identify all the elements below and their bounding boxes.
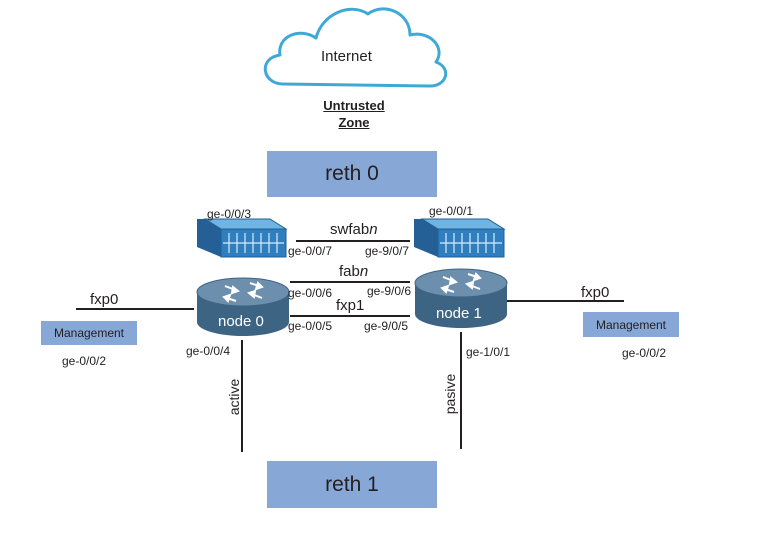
switch-right-icon xyxy=(414,218,506,258)
node0-label: node 0 xyxy=(218,313,264,330)
router-node1-icon xyxy=(414,268,508,328)
management-left-box: Management xyxy=(41,321,137,345)
port-node1-down: ge-1/0/1 xyxy=(466,345,511,359)
swfab-label: swfabn xyxy=(330,222,378,237)
fab-text: fab xyxy=(339,263,360,280)
reth1-label: reth 1 xyxy=(325,472,379,496)
reth0-label: reth 0 xyxy=(325,162,379,185)
switch-left-icon xyxy=(197,218,288,258)
port-sw-right-top: ge-0/0/1 xyxy=(429,204,474,218)
port-mgmt-right: ge-0/0/2 xyxy=(622,346,667,360)
fxp1-label: fxp1 xyxy=(336,297,365,314)
port-swfab-right: ge-9/0/7 xyxy=(365,244,410,258)
swfab-text: swfab xyxy=(330,221,370,238)
management-right-box: Management xyxy=(583,312,679,337)
port-fxp1-left: ge-0/0/5 xyxy=(288,319,333,333)
management-left-label: Management xyxy=(53,326,125,340)
fab-label: fabn xyxy=(339,264,368,279)
port-sw-left-top: ge-0/0/3 xyxy=(207,207,252,221)
reth1-box: reth 1 xyxy=(267,461,437,508)
fab-n: n xyxy=(359,263,369,280)
fxp0-right-label: fxp0 xyxy=(581,284,610,301)
port-swfab-left: ge-0/0/7 xyxy=(288,244,333,258)
pasive-label: pasive xyxy=(442,373,458,415)
active-label: active xyxy=(226,378,242,416)
port-mgmt-left: ge-0/0/2 xyxy=(62,354,107,368)
management-right-label: Management xyxy=(595,317,667,332)
port-fxp1-right: ge-9/0/5 xyxy=(364,319,409,333)
swfab-n: n xyxy=(369,221,378,238)
reth0-box: reth 0 xyxy=(267,151,437,197)
node1-label: node 1 xyxy=(436,305,482,322)
untrusted-zone-label: Untrusted Zone xyxy=(314,97,394,131)
zone-line-2: Zone xyxy=(338,115,370,130)
cloud-shape xyxy=(263,7,448,88)
zone-line-1: Untrusted xyxy=(323,98,385,113)
router-node0-icon xyxy=(196,277,290,336)
internet-label: Internet xyxy=(321,48,372,65)
port-node0-down: ge-0/0/4 xyxy=(186,344,231,358)
fxp0-left-label: fxp0 xyxy=(90,291,119,308)
port-fab-right: ge-9/0/6 xyxy=(367,284,412,298)
port-fab-left: ge-0/0/6 xyxy=(288,286,333,300)
